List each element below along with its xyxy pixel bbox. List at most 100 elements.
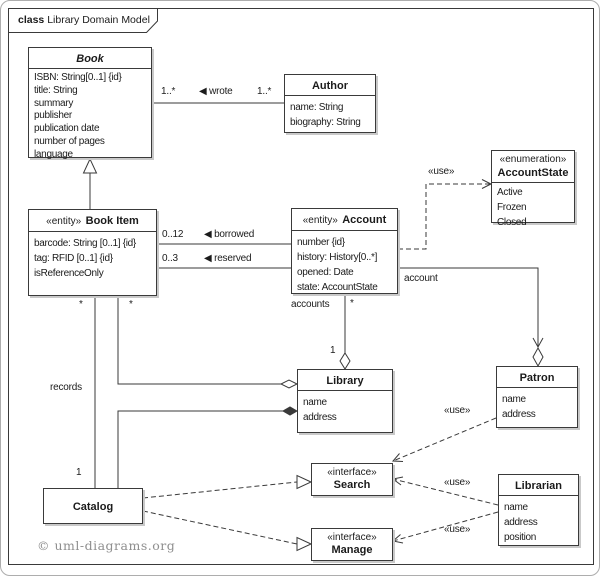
class-name-author: Author bbox=[311, 80, 349, 92]
composition-library-catalog bbox=[117, 406, 299, 488]
class-name-bookitem: Book Item bbox=[85, 215, 139, 227]
attribute: number of pages bbox=[34, 135, 105, 147]
class-box-book: Book ISBN: String[0..1] {id} title: Stri… bbox=[28, 47, 152, 160]
frame-title-text: Library Domain Model bbox=[47, 14, 150, 26]
multiplicity-borrowed: 0..12 bbox=[162, 229, 184, 240]
multiplicity-book-wrote: 1..* bbox=[161, 86, 176, 97]
attribute: ISBN: String[0..1] {id} bbox=[34, 72, 122, 83]
class-box-search: «interface» Search bbox=[311, 463, 393, 496]
class-attrs-library: name address bbox=[298, 391, 392, 425]
class-attrs-author: name: String biography: String bbox=[285, 96, 375, 130]
enum-literal: Closed bbox=[497, 217, 527, 228]
class-header-book: Book bbox=[29, 48, 151, 69]
class-header-bookitem: «entity» Book Item bbox=[29, 210, 156, 232]
attribute: state: AccountState bbox=[297, 282, 378, 293]
enum-literal: Frozen bbox=[497, 202, 527, 213]
multiplicity-bookitems-star: * bbox=[129, 299, 133, 310]
class-box-library: Library name address bbox=[297, 369, 393, 433]
attribute: name bbox=[303, 397, 327, 408]
class-header-patron: Patron bbox=[497, 367, 577, 388]
class-attrs-patron: name address bbox=[497, 388, 577, 422]
class-attrs-book: ISBN: String[0..1] {id} title: String su… bbox=[29, 69, 151, 162]
class-box-account: «entity» Account number {id} history: Hi… bbox=[291, 208, 398, 294]
class-stereotype-search: «interface» bbox=[327, 467, 377, 478]
attribute: publisher bbox=[34, 110, 72, 122]
class-name-catalog: Catalog bbox=[72, 501, 114, 513]
attribute: isReferenceOnly bbox=[34, 268, 104, 279]
class-header-search: «interface» Search bbox=[312, 464, 392, 494]
multiplicity-reserved: 0..3 bbox=[162, 253, 178, 264]
multiplicity-accounts-one: 1 bbox=[330, 345, 336, 356]
attribute: position bbox=[504, 532, 537, 543]
attribute: title: String bbox=[34, 84, 78, 96]
class-attrs-accountstate: Active Frozen Closed bbox=[492, 183, 574, 230]
class-name-search: Search bbox=[333, 479, 371, 491]
class-header-account: «entity» Account bbox=[292, 209, 397, 231]
attribute: address bbox=[303, 412, 337, 423]
attribute: summary bbox=[34, 97, 74, 109]
class-attrs-librarian: name address position bbox=[499, 496, 578, 545]
class-header-librarian: Librarian bbox=[499, 475, 578, 496]
class-box-bookitem: «entity» Book Item barcode: String [0..1… bbox=[28, 209, 157, 296]
class-name-book: Book bbox=[76, 53, 104, 65]
attribute: address bbox=[502, 409, 536, 420]
attribute: language bbox=[34, 148, 73, 160]
association-label-records: records bbox=[50, 382, 82, 393]
attribute: number {id} bbox=[297, 237, 345, 248]
dependency-librarian-manage bbox=[391, 511, 499, 544]
stereotype-use-librarian-manage: «use» bbox=[444, 524, 471, 535]
class-header-author: Author bbox=[285, 75, 375, 96]
class-header-catalog: Catalog bbox=[44, 489, 142, 516]
attribute: address bbox=[504, 517, 538, 528]
frame-title-tab bbox=[8, 8, 158, 33]
class-name-accountstate: AccountState bbox=[497, 166, 569, 179]
attribute: publication date bbox=[34, 123, 100, 135]
class-box-manage: «interface» Manage bbox=[311, 528, 393, 561]
attribute: opened: Date bbox=[297, 267, 354, 278]
generalization-bookitem-book bbox=[82, 157, 98, 209]
attribute: name bbox=[502, 394, 526, 405]
frame-title: class Library Domain Model bbox=[18, 14, 150, 26]
association-label-reserved: ◀ reserved bbox=[204, 253, 252, 264]
aggregation-library-accounts bbox=[339, 294, 351, 370]
aggregation-patron-account bbox=[398, 267, 544, 368]
enum-literal: Active bbox=[497, 187, 523, 198]
class-box-author: Author name: String biography: String bbox=[284, 74, 376, 133]
attribute: name: String bbox=[290, 102, 344, 113]
role-label-account: account bbox=[404, 273, 438, 284]
class-stereotype-manage: «interface» bbox=[327, 532, 377, 543]
frame-border bbox=[8, 8, 594, 565]
class-stereotype-accountstate: «enumeration» bbox=[499, 154, 567, 165]
class-attrs-bookitem: barcode: String [0..1] {id} tag: RFID [0… bbox=[29, 232, 156, 281]
attribute: history: History[0..*] bbox=[297, 252, 378, 263]
class-box-patron: Patron name address bbox=[496, 366, 578, 428]
frame-title-keyword: class bbox=[18, 14, 45, 26]
attribute: barcode: String [0..1] {id} bbox=[34, 238, 136, 249]
stereotype-use-accountstate: «use» bbox=[428, 166, 455, 177]
realization-catalog-search bbox=[142, 474, 313, 499]
class-box-catalog: Catalog bbox=[43, 488, 143, 524]
class-stereotype-account: «entity» bbox=[302, 215, 338, 226]
class-box-accountstate: «enumeration» AccountState Active Frozen… bbox=[491, 150, 575, 228]
class-box-librarian: Librarian name address position bbox=[498, 474, 579, 546]
dependency-librarian-search bbox=[391, 476, 499, 506]
multiplicity-accounts-star: * bbox=[350, 298, 354, 309]
stereotype-use-patron-search: «use» bbox=[444, 405, 471, 416]
class-header-manage: «interface» Manage bbox=[312, 529, 392, 559]
class-header-accountstate: «enumeration» AccountState bbox=[492, 151, 574, 183]
class-attrs-account: number {id} history: History[0..*] opene… bbox=[292, 231, 397, 295]
association-label-borrowed: ◀ borrowed bbox=[204, 229, 255, 240]
attribute: name bbox=[504, 502, 528, 513]
realization-catalog-manage bbox=[142, 510, 313, 552]
attribute: tag: RFID [0..1] {id} bbox=[34, 253, 113, 264]
copyright-text: © uml-diagrams.org bbox=[37, 538, 176, 553]
dependency-account-accountstate bbox=[398, 179, 493, 250]
dependency-patron-search bbox=[391, 417, 497, 462]
stereotype-use-librarian-search: «use» bbox=[444, 477, 471, 488]
class-name-library: Library bbox=[326, 375, 364, 387]
association-label-wrote: ◀ wrote bbox=[199, 86, 233, 97]
multiplicity-records-one: 1 bbox=[76, 467, 82, 478]
multiplicity-records-star: * bbox=[79, 299, 83, 310]
multiplicity-author-wrote: 1..* bbox=[257, 86, 272, 97]
